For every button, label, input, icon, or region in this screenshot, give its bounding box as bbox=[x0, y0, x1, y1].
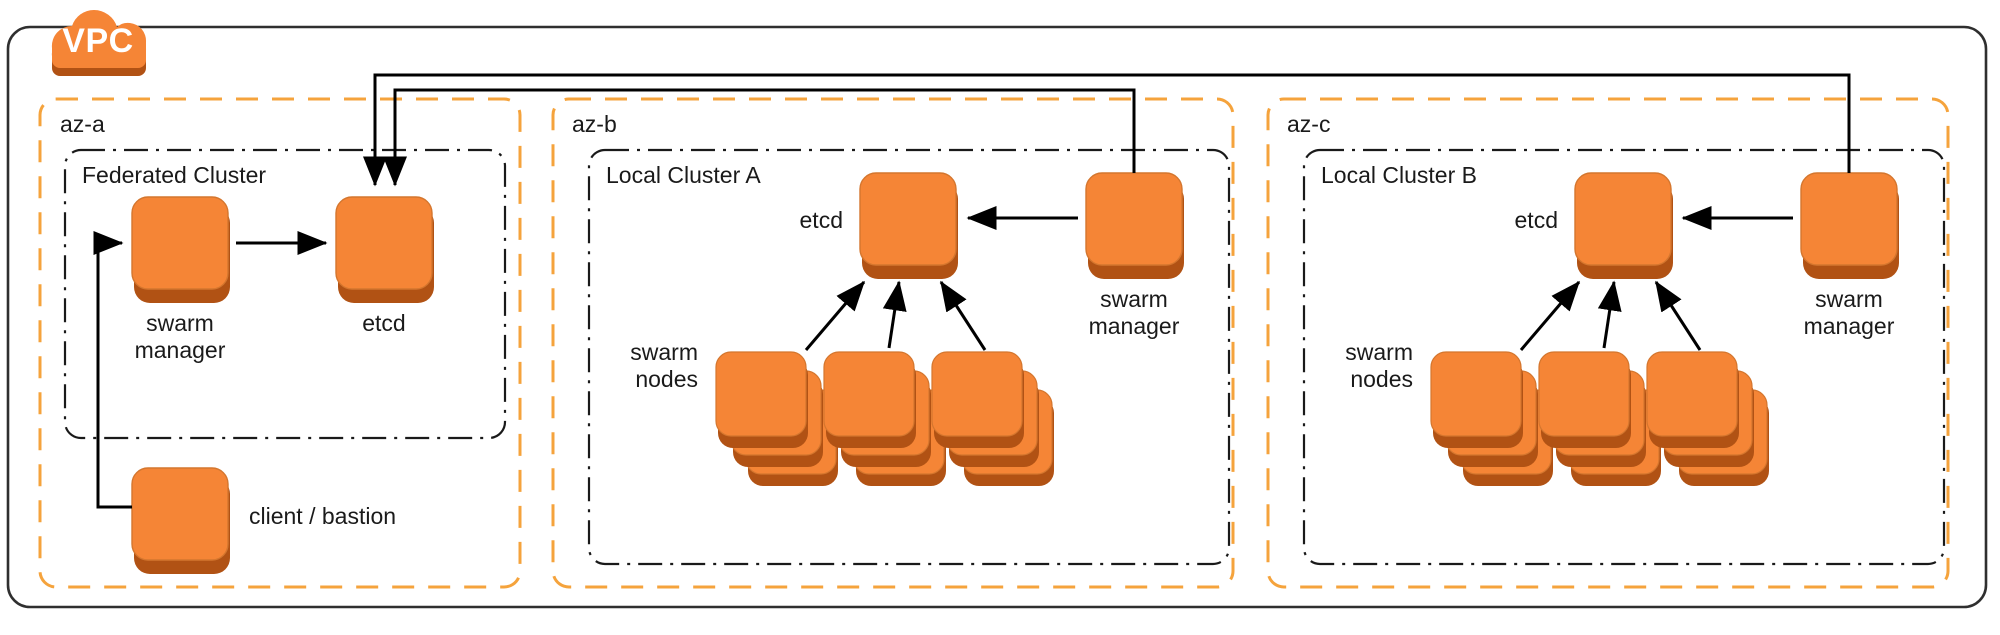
arrow-azb-node1-to-etcd bbox=[804, 280, 866, 351]
az-b-boundary bbox=[551, 97, 1235, 589]
arrow-azc-node3-to-etcd bbox=[1654, 280, 1702, 351]
node-client-bastion[interactable] bbox=[131, 467, 230, 574]
az-c-etcd-label: etcd bbox=[1515, 207, 1558, 233]
az-a-boundary bbox=[38, 97, 522, 589]
local-cluster-b-boundary bbox=[1302, 148, 1946, 566]
vpc-cloud-icon: VPC bbox=[51, 9, 147, 76]
az-c-label: az-c bbox=[1287, 111, 1330, 137]
node-az-c-etcd[interactable] bbox=[1574, 172, 1673, 279]
node-az-c-swarm-manager[interactable] bbox=[1800, 172, 1899, 279]
arrow-azc-node2-to-etcd bbox=[1597, 280, 1622, 349]
az-b-label: az-b bbox=[572, 111, 617, 137]
az-b-swarm-nodes-label-2: nodes bbox=[635, 366, 698, 392]
federated-cluster-label: Federated Cluster bbox=[82, 162, 266, 188]
node-az-c-swarm-nodes[interactable] bbox=[1430, 351, 1769, 486]
az-c-swarm-manager-label-2: manager bbox=[1804, 313, 1895, 339]
az-c-swarm-nodes-label-1: swarm bbox=[1345, 339, 1413, 365]
arrow-azb-node2-to-etcd bbox=[882, 280, 907, 349]
fed-etcd-label: etcd bbox=[362, 310, 405, 336]
az-b-etcd-label: etcd bbox=[800, 207, 843, 233]
vpc-boundary bbox=[6, 25, 1988, 609]
arrow-azc-node1-to-etcd bbox=[1519, 280, 1581, 351]
arrow-client-to-fed-manager bbox=[93, 231, 132, 509]
client-bastion-label: client / bastion bbox=[249, 503, 396, 529]
az-c-boundary bbox=[1266, 97, 1950, 589]
az-c-swarm-nodes-label-2: nodes bbox=[1350, 366, 1413, 392]
local-cluster-a-boundary bbox=[587, 148, 1231, 566]
node-az-b-swarm-nodes[interactable] bbox=[715, 351, 1054, 486]
node-fed-swarm-manager[interactable] bbox=[131, 196, 230, 303]
az-a-label: az-a bbox=[60, 111, 105, 137]
az-b-swarm-manager-label-2: manager bbox=[1089, 313, 1180, 339]
vpc-label: VPC bbox=[62, 22, 133, 60]
federated-cluster-boundary bbox=[63, 148, 507, 440]
az-b-swarm-manager-label-1: swarm bbox=[1100, 286, 1168, 312]
node-fed-etcd[interactable] bbox=[335, 196, 434, 303]
local-cluster-a-label: Local Cluster A bbox=[606, 162, 761, 188]
local-cluster-b-label: Local Cluster B bbox=[1321, 162, 1477, 188]
fed-swarm-manager-label-2: manager bbox=[135, 337, 226, 363]
arrow-azb-node3-to-etcd bbox=[939, 280, 987, 351]
node-az-b-swarm-manager[interactable] bbox=[1085, 172, 1184, 279]
arrow-azc-manager-to-fed-etcd bbox=[363, 73, 1851, 187]
az-c-swarm-manager-label-1: swarm bbox=[1815, 286, 1883, 312]
fed-swarm-manager-label-1: swarm bbox=[146, 310, 214, 336]
node-az-b-etcd[interactable] bbox=[859, 172, 958, 279]
az-b-swarm-nodes-label-1: swarm bbox=[630, 339, 698, 365]
arrow-azb-manager-to-fed-etcd bbox=[383, 88, 1136, 187]
